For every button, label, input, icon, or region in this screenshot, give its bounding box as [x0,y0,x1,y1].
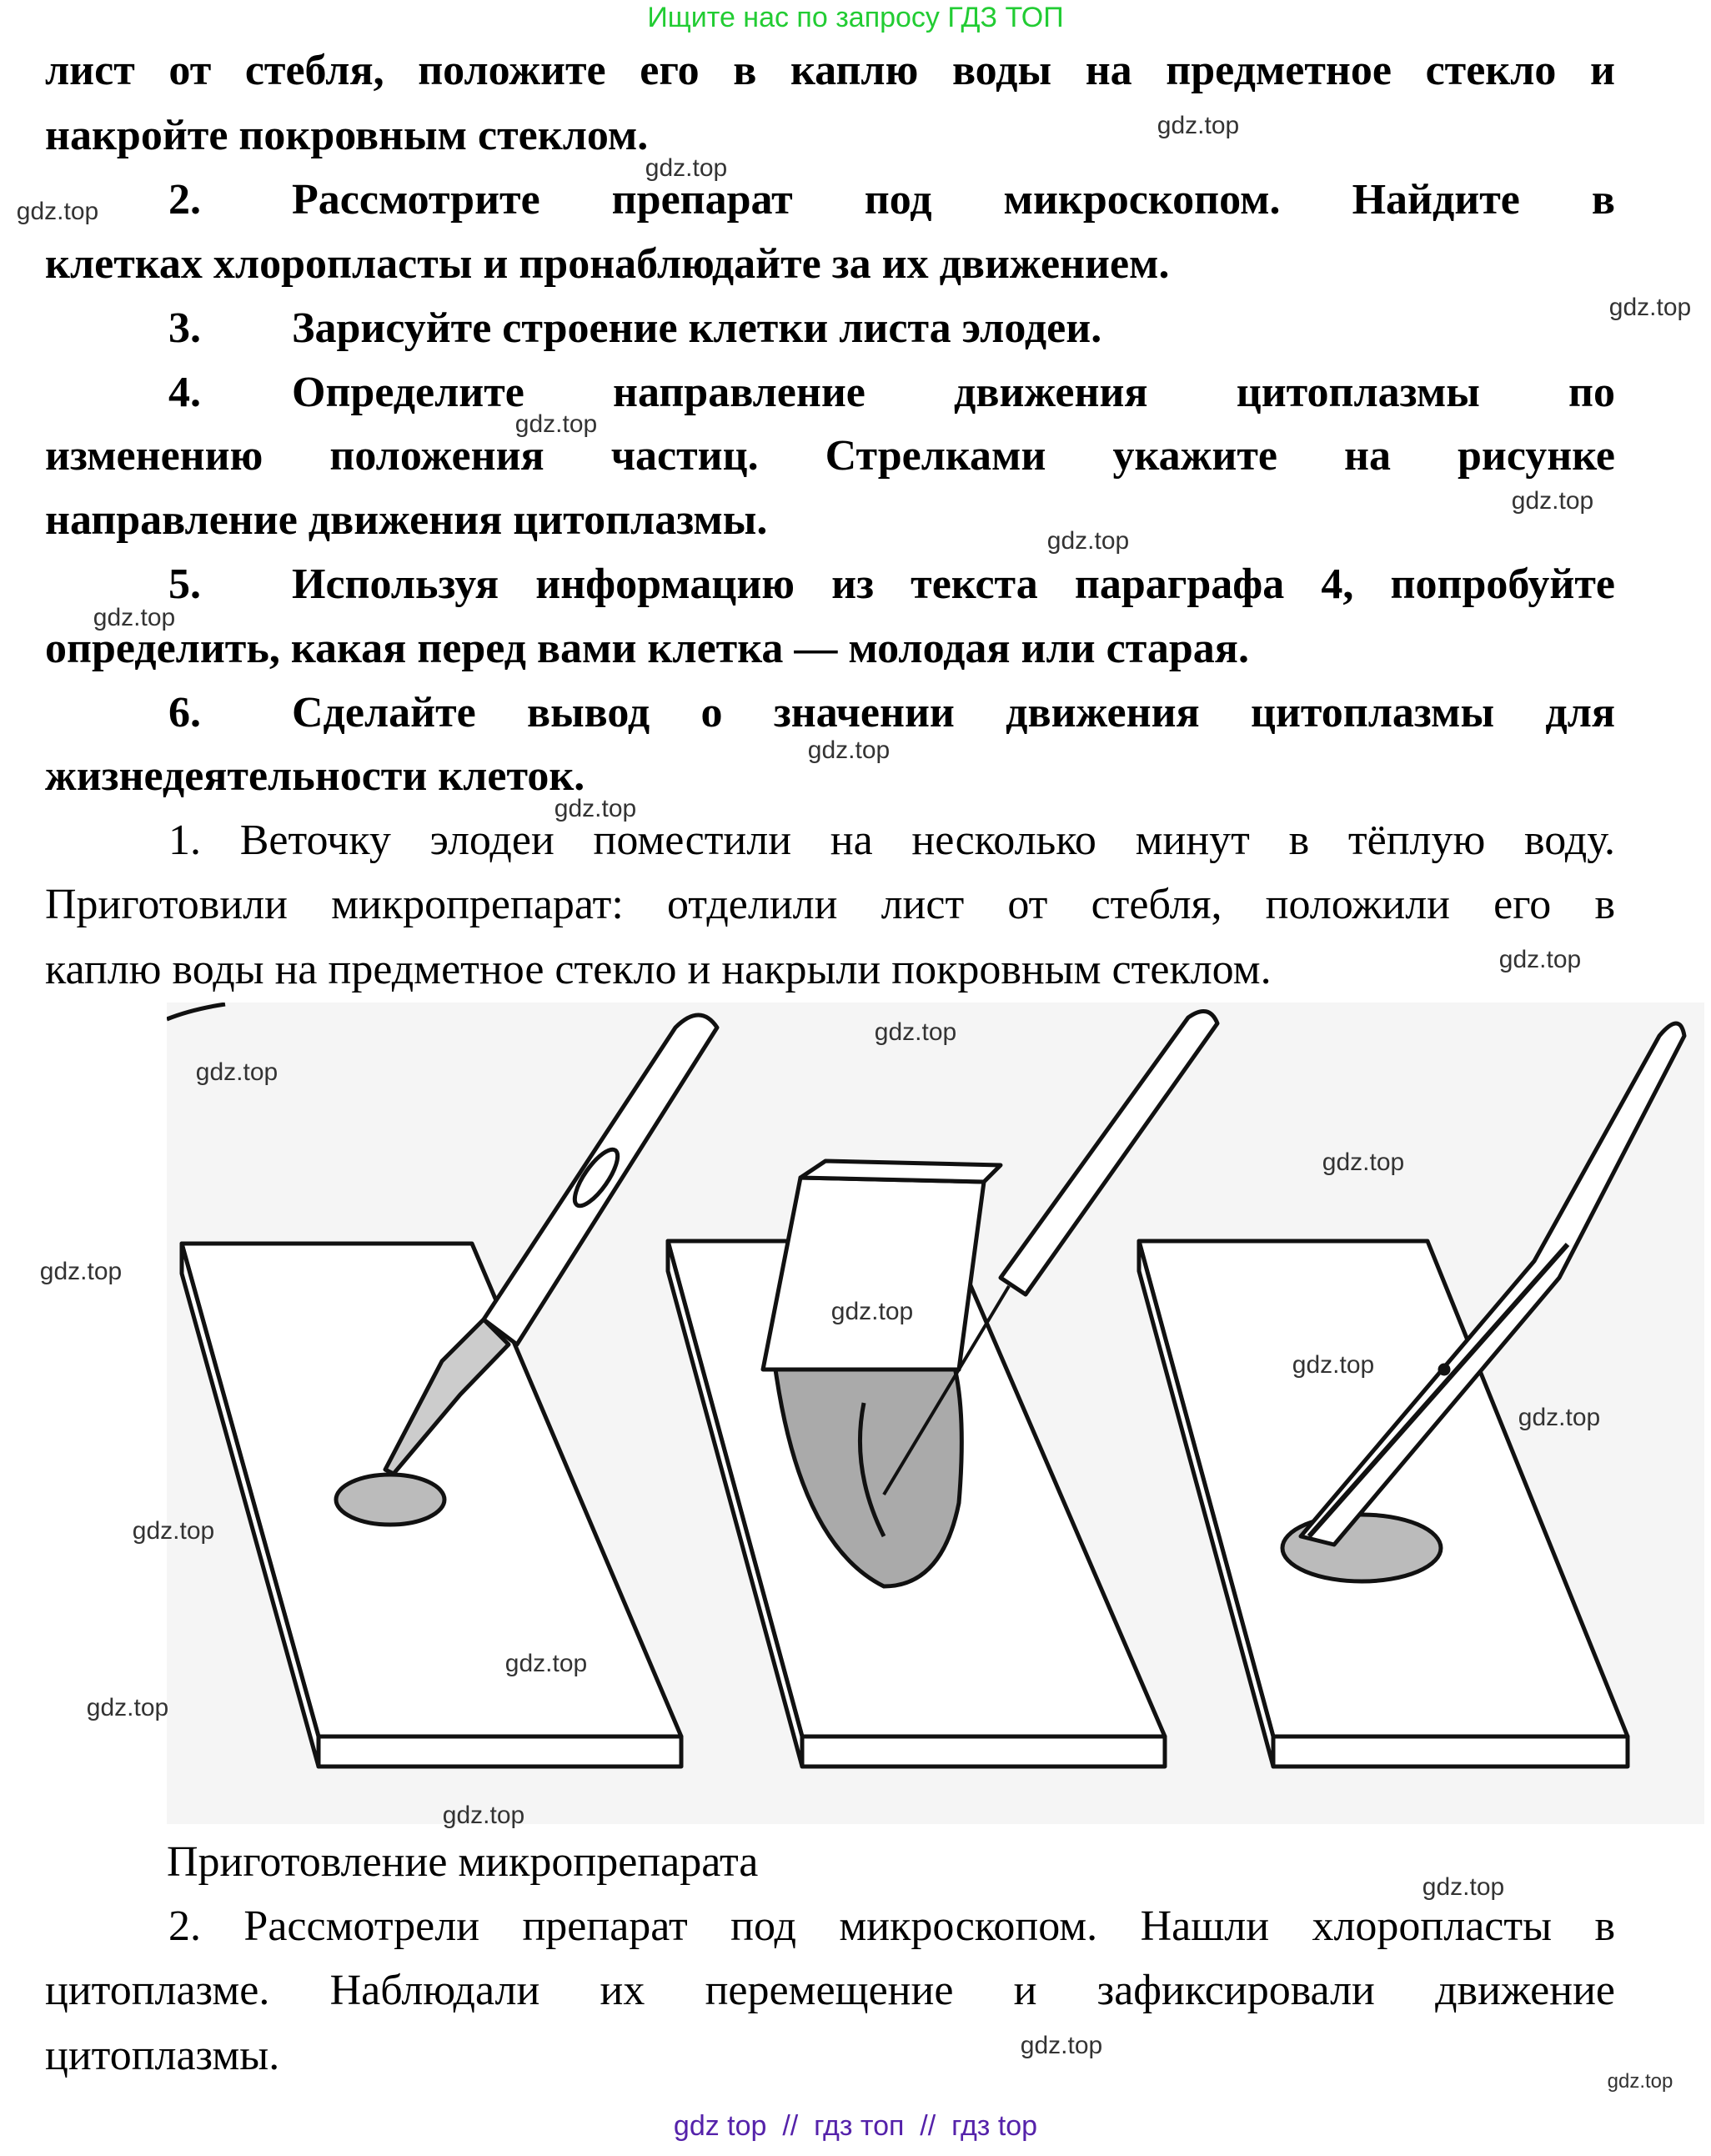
watermark: gdz.top [1292,1351,1375,1379]
step-text: Используя информацию из текста параграфа… [292,560,1615,608]
answer-line: цитоплазмы. [45,2032,280,2079]
answer-line: 1. Веточку элодеи поместили на несколько… [168,817,1615,864]
step-text: клетках хлоропласты и пронаблюдайте за и… [45,240,1170,288]
step-text: Зарисуйте строение клетки листа элодеи. [292,304,1102,352]
watermark: gdz.top [86,1694,169,1721]
watermark: gdz.top [195,1058,278,1086]
dissecting-needle [882,1009,1220,1496]
watermark: gdz.top [1322,1148,1405,1176]
figure-caption: Приготовление микропрепарата [167,1838,759,1886]
watermark: gdz.top [645,154,728,182]
watermark: gdz.top [1020,2032,1103,2059]
watermark: gdz.top [504,1650,588,1677]
step-text: Сделайте вывод о значении движения цитоп… [292,689,1615,736]
glass-slide-3 [1136,1239,1630,1769]
step-number: 4. [168,369,201,416]
watermark: gdz.top [874,1018,957,1046]
step-number: 2. [168,176,201,224]
watermark: gdz.top [1046,527,1130,555]
figure-microslide-preparation [166,1002,1704,1824]
step-text: жизнедеятельности клеток. [45,752,585,800]
answer-line: каплю воды на предметное стекло и накрыл… [45,946,1272,993]
footer-links[interactable]: gdz top // гдз топ // гдз top [673,2110,1038,2142]
step-number: 5. [168,560,201,608]
watermark: gdz.top [1422,1873,1505,1901]
task-line: лист от стебля, положите его в каплю вод… [45,47,1615,94]
watermark: gdz.top [554,795,637,822]
watermark: gdz.top [1607,2070,1673,2093]
cover-glass [760,1175,986,1372]
answer-line: Приготовили микропрепарат: отделили лист… [45,881,1615,928]
step-text: определить, какая перед вами клетка — мо… [45,625,1249,672]
water-drop-2 [773,1350,964,1589]
watermark: gdz.top [1157,112,1240,139]
watermark: gdz.top [1518,1404,1601,1431]
watermark: gdz.top [807,736,891,764]
watermark: gdz.top [39,1258,123,1285]
watermark: gdz.top [514,410,598,438]
search-hint-banner[interactable]: Ищите нас по запросу ГДЗ ТОП [647,2,1064,33]
watermark: gdz.top [1498,946,1582,973]
watermark: gdz.top [1608,294,1692,321]
step-text: направление движения цитоплазмы. [45,496,768,544]
water-drop-1 [334,1472,447,1527]
water-drop-3 [1280,1512,1443,1584]
watermark: gdz.top [830,1298,914,1325]
tweezers [1298,1021,1687,1547]
step-number: 3. [168,304,201,352]
figure-illustration [166,1002,1687,1769]
watermark: gdz.top [442,1802,525,1829]
step-text: Рассмотрите препарат под микроскопом. На… [292,176,1615,224]
watermark: gdz.top [1511,487,1594,515]
task-line: накройте покровным стеклом. [45,112,649,159]
watermark: gdz.top [132,1517,215,1545]
watermark: gdz.top [16,198,99,225]
step-text: изменению положения частиц. Стрелками ук… [45,432,1615,480]
watermark: gdz.top [93,604,176,631]
step-text: Определите направление движения цитоплаз… [292,369,1615,416]
step-number: 6. [168,689,201,736]
answer-line: 2. Рассмотрели препарат под микроскопом.… [168,1902,1615,1950]
answer-line: цитоплазме. Наблюдали их перемещение и з… [45,1967,1615,2014]
pipette [383,1013,720,1476]
